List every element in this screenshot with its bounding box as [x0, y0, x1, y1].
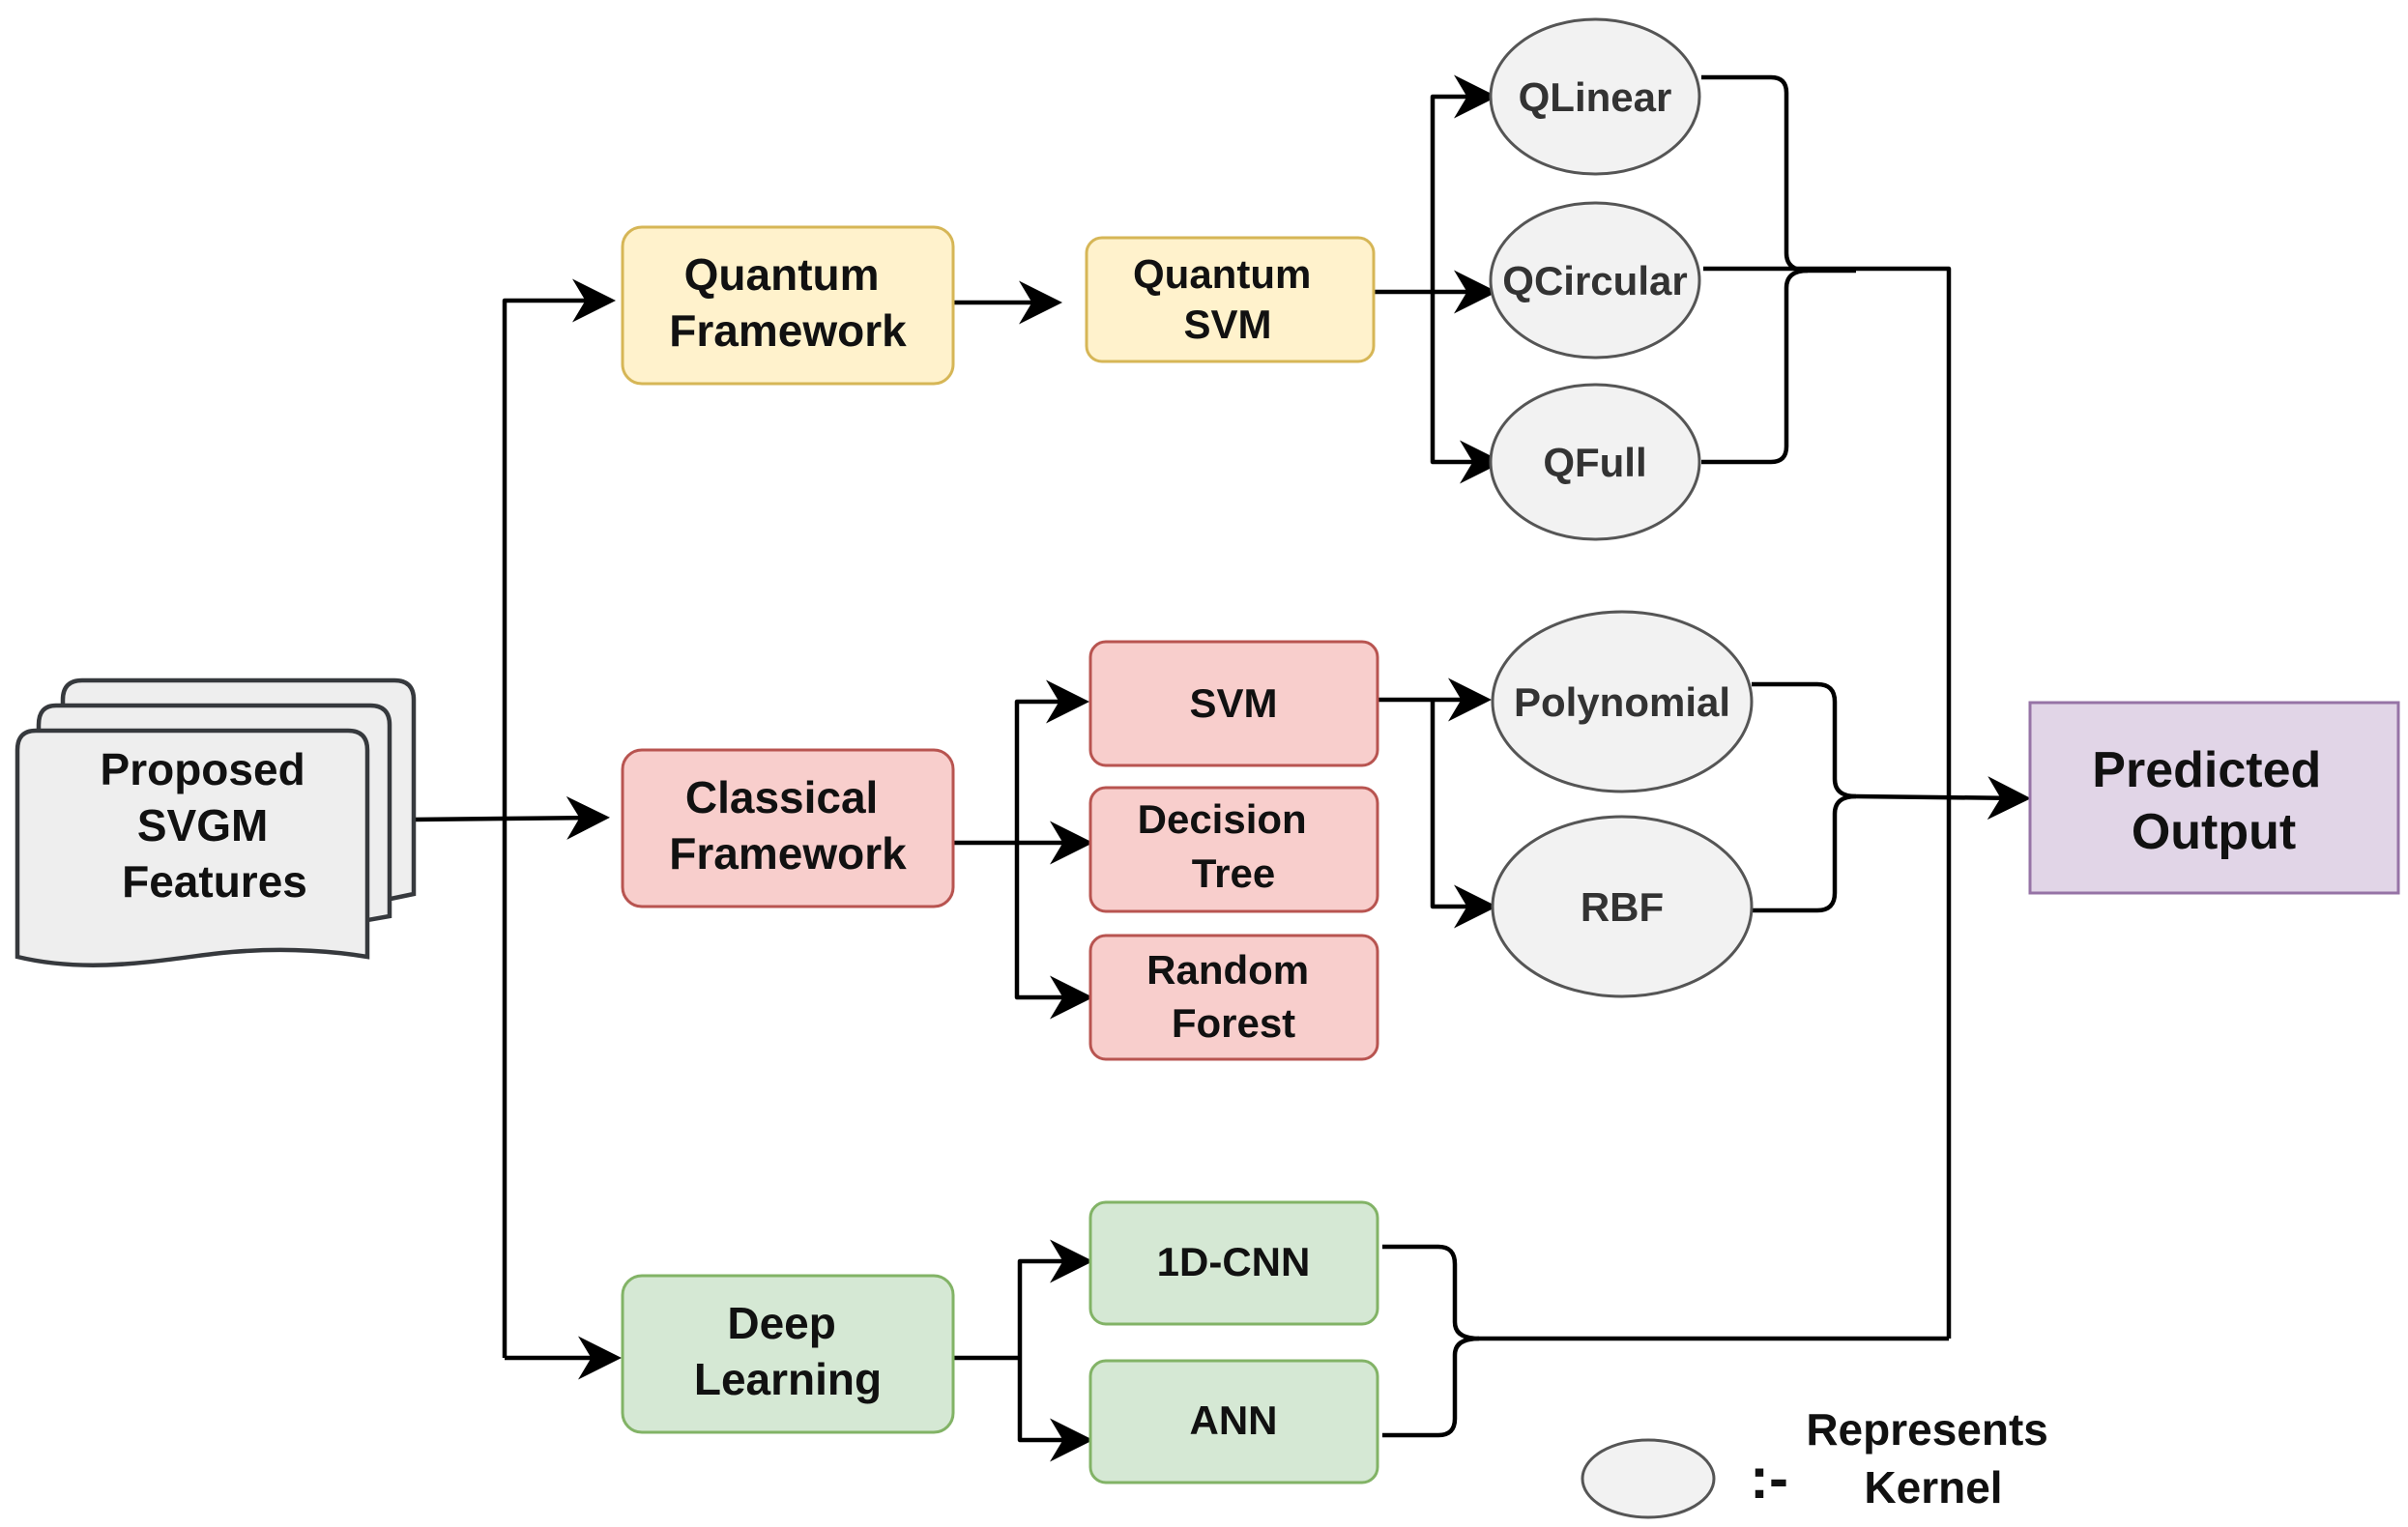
svg-text:Decision Tree: Decision Tree: [1138, 796, 1319, 896]
edge-classical-rforest: [1014, 843, 1093, 1020]
edge-merge-output: [1855, 776, 2031, 821]
connectors: [413, 74, 2031, 1462]
edge-svm-rbf: [1430, 700, 1497, 929]
legend-label: Represents Kernel: [1806, 1404, 2060, 1513]
classical-framework-node: Classical Framework: [621, 748, 955, 908]
edge-qlinear-merge: [1701, 74, 1856, 274]
svg-text:Random Forest: Random Forest: [1146, 947, 1320, 1046]
svm-node: SVM: [1088, 640, 1379, 767]
edge-deep-cnn: [1017, 1239, 1093, 1358]
decision-tree-node: Decision Tree: [1088, 786, 1379, 913]
legend: :- Represents Kernel: [1581, 1404, 2060, 1519]
edge-split-quantum: [502, 278, 616, 1358]
svg-text:Polynomial: Polynomial: [1514, 679, 1730, 725]
svg-text:QLinear: QLinear: [1519, 74, 1672, 120]
legend-separator: :-: [1750, 1446, 1788, 1511]
doc-sheet-front: [15, 728, 370, 967]
predicted-output-node: Predicted Output: [2028, 701, 2400, 895]
edge-classical-svm: [1014, 679, 1089, 843]
svg-text:Predicted Output: Predicted Output: [2092, 742, 2335, 860]
deep-learning-node: Deep Learning: [621, 1274, 955, 1434]
edge-qsvm-qlinear: [1430, 74, 1497, 292]
edge-ann-merge: [1382, 1336, 1480, 1438]
edge-qcircular-merge: [1703, 266, 1952, 1339]
input-features-doc: [15, 677, 417, 967]
edge-qfull-merge: [1701, 268, 1809, 465]
edge-cnn-merge: [1382, 1244, 1480, 1341]
input-features-label: Proposed SVGM Features: [101, 744, 318, 907]
svg-text:Deep Learning: Deep Learning: [694, 1298, 882, 1404]
edge-rbf-merge: [1752, 793, 1857, 913]
edge-polynomial-merge: [1752, 681, 1857, 799]
random-forest-node: Random Forest: [1088, 934, 1379, 1061]
edge-input-classical: [413, 795, 610, 840]
svg-text:RBF: RBF: [1581, 884, 1664, 930]
edge-qsvm-qfull: [1430, 292, 1503, 484]
kernel-qfull: QFull: [1489, 383, 1701, 541]
quantum-framework-node: Quantum Framework: [621, 225, 955, 386]
svg-text:ANN: ANN: [1190, 1397, 1278, 1443]
ann-node: ANN: [1088, 1359, 1379, 1484]
svg-text:1D-CNN: 1D-CNN: [1157, 1239, 1311, 1284]
kernel-qlinear: QLinear: [1489, 17, 1701, 176]
legend-kernel-symbol: [1581, 1438, 1716, 1519]
kernel-qcircular: QCircular: [1489, 201, 1701, 360]
svg-text:Quantum Framework: Quantum Framework: [669, 249, 907, 356]
svg-text:QFull: QFull: [1543, 440, 1646, 485]
edge-deep-ann: [1017, 1358, 1093, 1462]
svg-text:Quantum SVM: Quantum SVM: [1133, 251, 1322, 347]
svg-text:Classical Framework: Classical Framework: [669, 772, 907, 879]
kernel-polynomial: Polynomial: [1491, 610, 1754, 793]
svg-text:QCircular: QCircular: [1502, 258, 1687, 303]
quantum-svm-node: Quantum SVM: [1085, 236, 1376, 363]
cnn-1d-node: 1D-CNN: [1088, 1200, 1379, 1326]
kernel-rbf: RBF: [1491, 815, 1754, 998]
svg-text:SVM: SVM: [1189, 680, 1277, 726]
